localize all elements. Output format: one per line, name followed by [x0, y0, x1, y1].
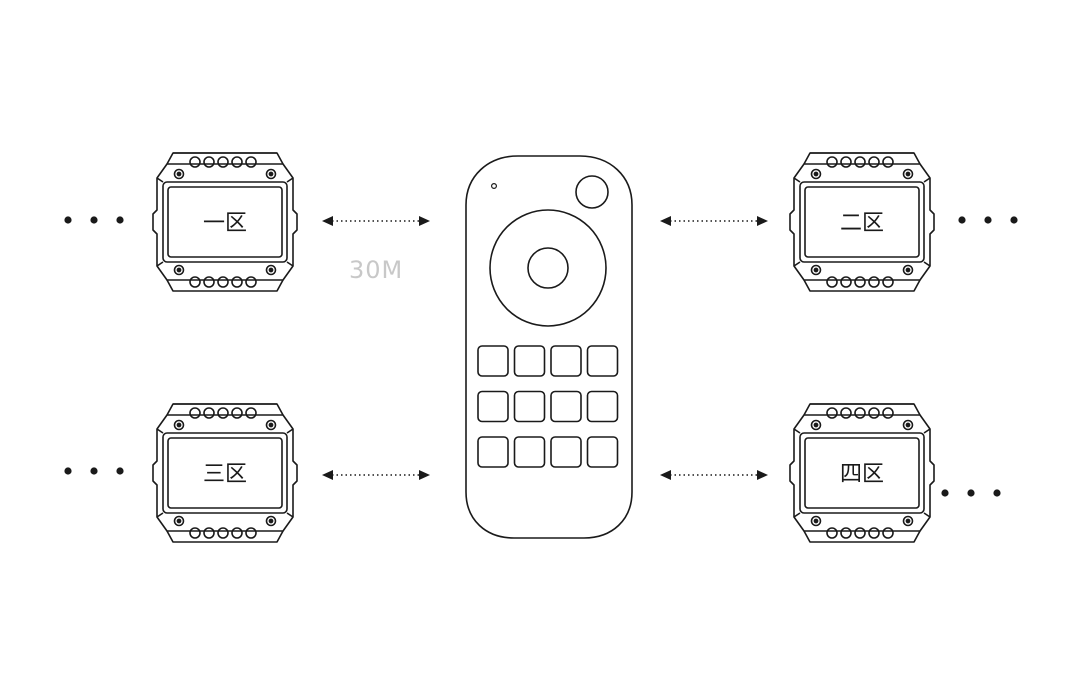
link-arrow-zone-4 — [659, 469, 769, 481]
remote-key-r2-c2 — [513, 390, 546, 423]
zone-1-label: 一区 — [203, 211, 247, 236]
remote-key-r2-c3 — [550, 390, 582, 423]
led-indicator-icon — [491, 183, 498, 190]
zone-2-label: 二区 — [840, 211, 884, 236]
zone-3-label: 三区 — [203, 462, 247, 487]
remote-key-r2-c1 — [477, 390, 509, 423]
remote-key-r3-c1 — [477, 436, 509, 468]
receiver-zone-3: 三区 — [152, 403, 298, 543]
remote-control — [465, 155, 633, 539]
receiver-zone-4: 四区 — [789, 403, 935, 543]
link-arrow-zone-1 — [321, 215, 431, 227]
remote-key-grid — [477, 345, 619, 468]
remote-body — [465, 155, 633, 539]
remote-key-r1-c4 — [586, 345, 619, 377]
remote-key-r3-c4 — [586, 436, 619, 468]
dial-center-button — [527, 247, 569, 289]
remote-key-r3-c2 — [513, 436, 546, 468]
remote-key-r1-c3 — [550, 345, 582, 377]
distance-label: 30M — [349, 256, 403, 284]
link-arrow-zone-2 — [659, 215, 769, 227]
zone-4-label: 四区 — [840, 462, 884, 487]
ellipsis-zone-1 — [64, 216, 124, 224]
remote-key-r1-c2 — [513, 345, 546, 377]
remote-key-r3-c3 — [550, 436, 582, 468]
ellipsis-zone-4 — [941, 489, 1001, 497]
link-arrow-zone-3 — [321, 469, 431, 481]
dial-ring — [489, 209, 607, 327]
ellipsis-zone-3 — [64, 467, 124, 475]
receiver-zone-2: 二区 — [789, 152, 935, 292]
remote-key-r1-c1 — [477, 345, 509, 377]
receiver-zone-1: 一区 — [152, 152, 298, 292]
remote-key-r2-c4 — [586, 390, 619, 423]
power-button — [575, 175, 609, 209]
ellipsis-zone-2 — [958, 216, 1018, 224]
